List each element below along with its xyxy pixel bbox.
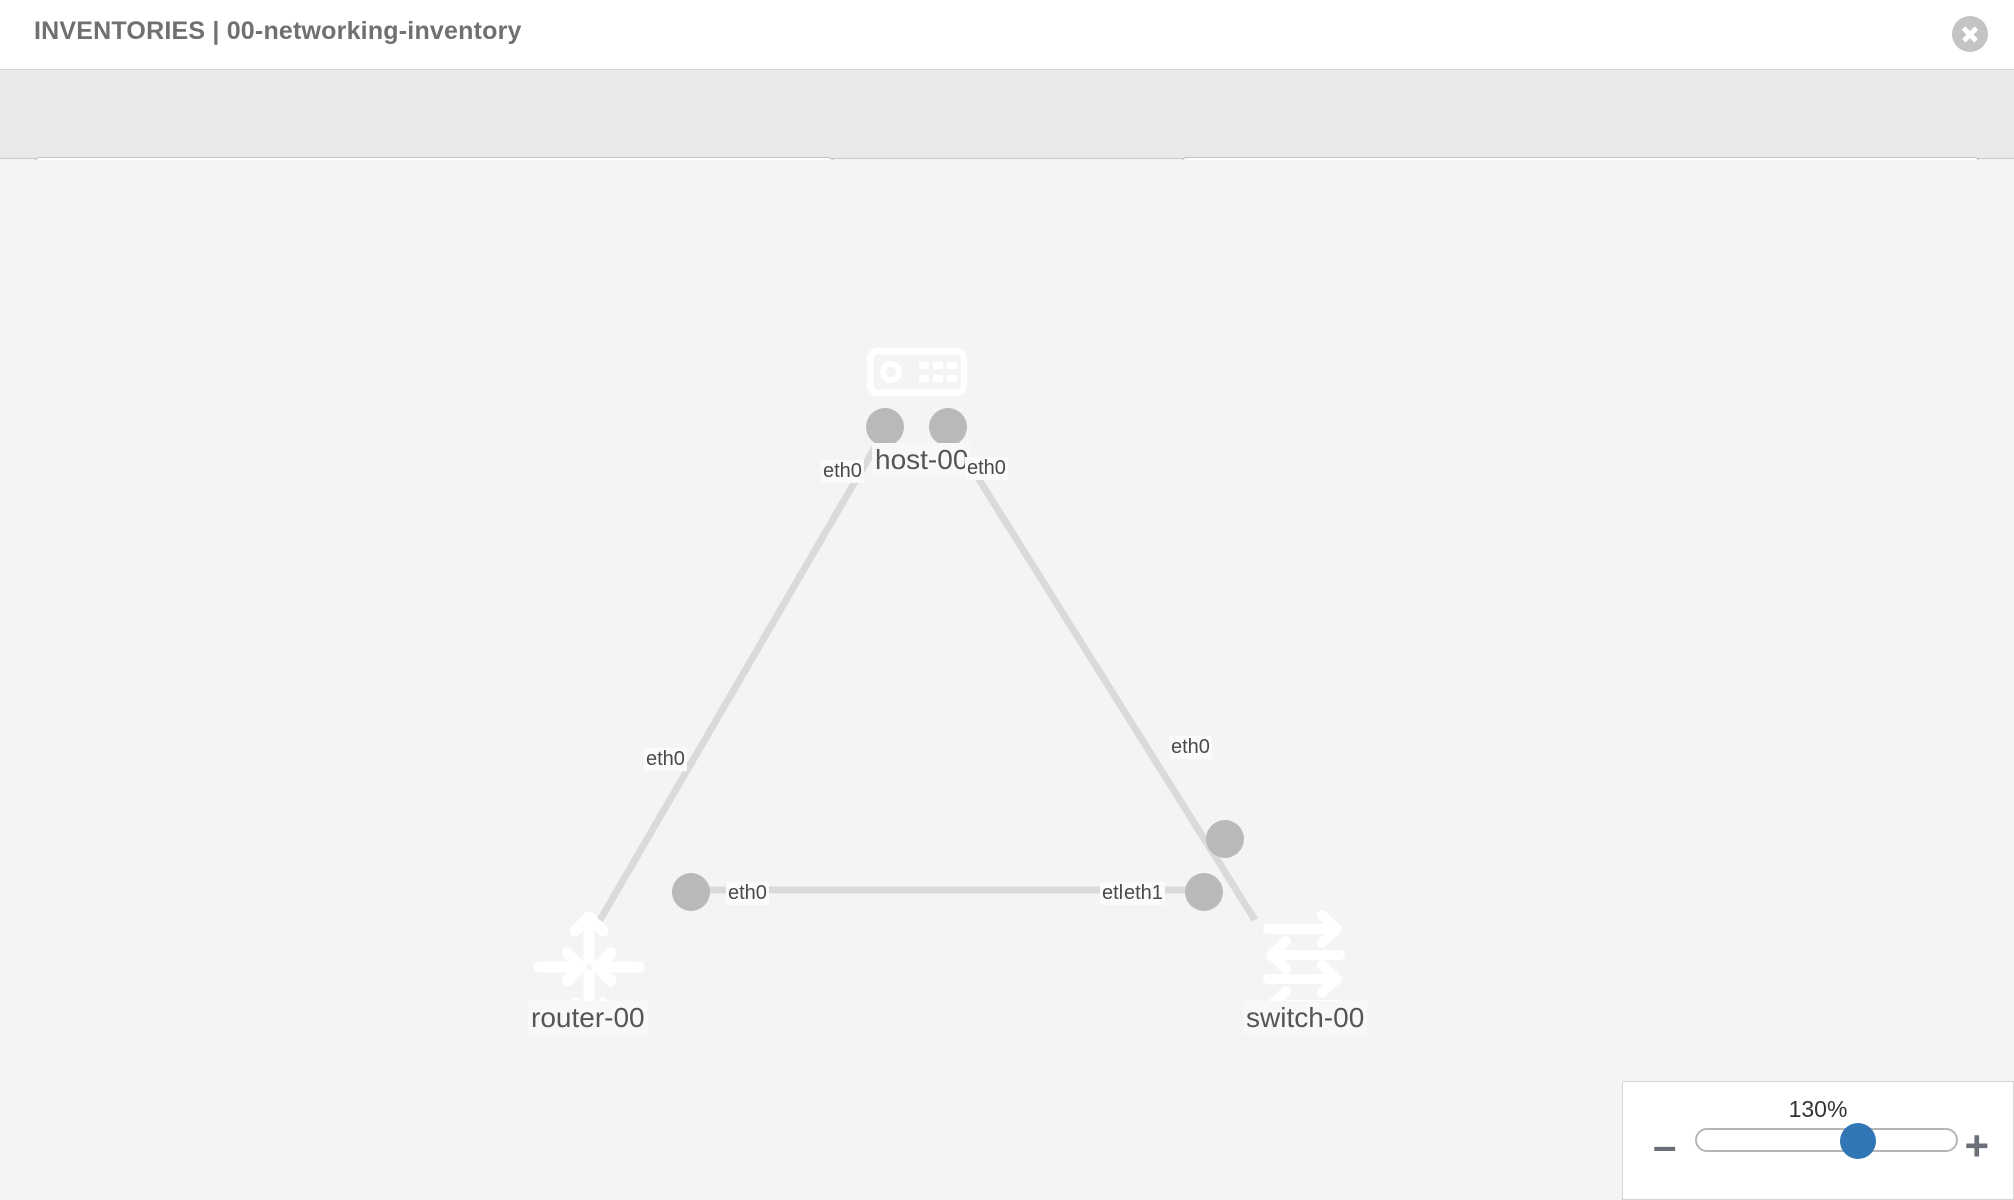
topology-canvas[interactable]: host-00 router-00 switch-00 eth0 eth0 et… (0, 160, 2014, 1200)
topology-links (596, 428, 1258, 922)
zoom-slider-thumb[interactable] (1839, 1123, 1876, 1159)
zoom-slider[interactable] (1695, 1123, 1958, 1159)
node-label-router-00: router-00 (528, 1001, 648, 1035)
node-label-host-00: host-00 (872, 443, 972, 477)
port-host-right[interactable] (929, 408, 967, 446)
zoom-out-button[interactable]: – (1653, 1122, 1677, 1169)
iface-label-router-right: eth0 (726, 882, 769, 905)
iface-label-router-up: eth0 (644, 748, 687, 771)
zoom-level-value: 130% (1788, 1096, 1848, 1122)
node-label-switch-00: switch-00 (1243, 1001, 1368, 1035)
iface-label-switch-up: eth0 (1169, 736, 1212, 759)
link-host-switch (945, 428, 1258, 922)
page-header: INVENTORIES | 00-networking-inventory (0, 0, 2014, 70)
port-router-right[interactable] (672, 873, 710, 911)
close-icon[interactable] (1952, 16, 1988, 52)
zoom-in-button[interactable]: + (1964, 1122, 1989, 1169)
server-icon (867, 347, 967, 397)
port-host-left[interactable] (866, 408, 904, 446)
iface-label-host-left: eth0 (821, 460, 864, 483)
port-switch-top[interactable] (1206, 820, 1244, 858)
toolbar: ACTIONS SEARCH (0, 70, 2014, 211)
iface-label-switch-left: eth1 (1122, 882, 1165, 905)
node-host-00[interactable] (823, 317, 1011, 427)
zoom-control-panel: 130% – + (1622, 1081, 2014, 1200)
port-switch-left[interactable] (1185, 873, 1223, 911)
link-host-router (596, 428, 889, 922)
iface-label-host-right: eth0 (965, 457, 1008, 480)
page-title: INVENTORIES | 00-networking-inventory (34, 17, 522, 45)
